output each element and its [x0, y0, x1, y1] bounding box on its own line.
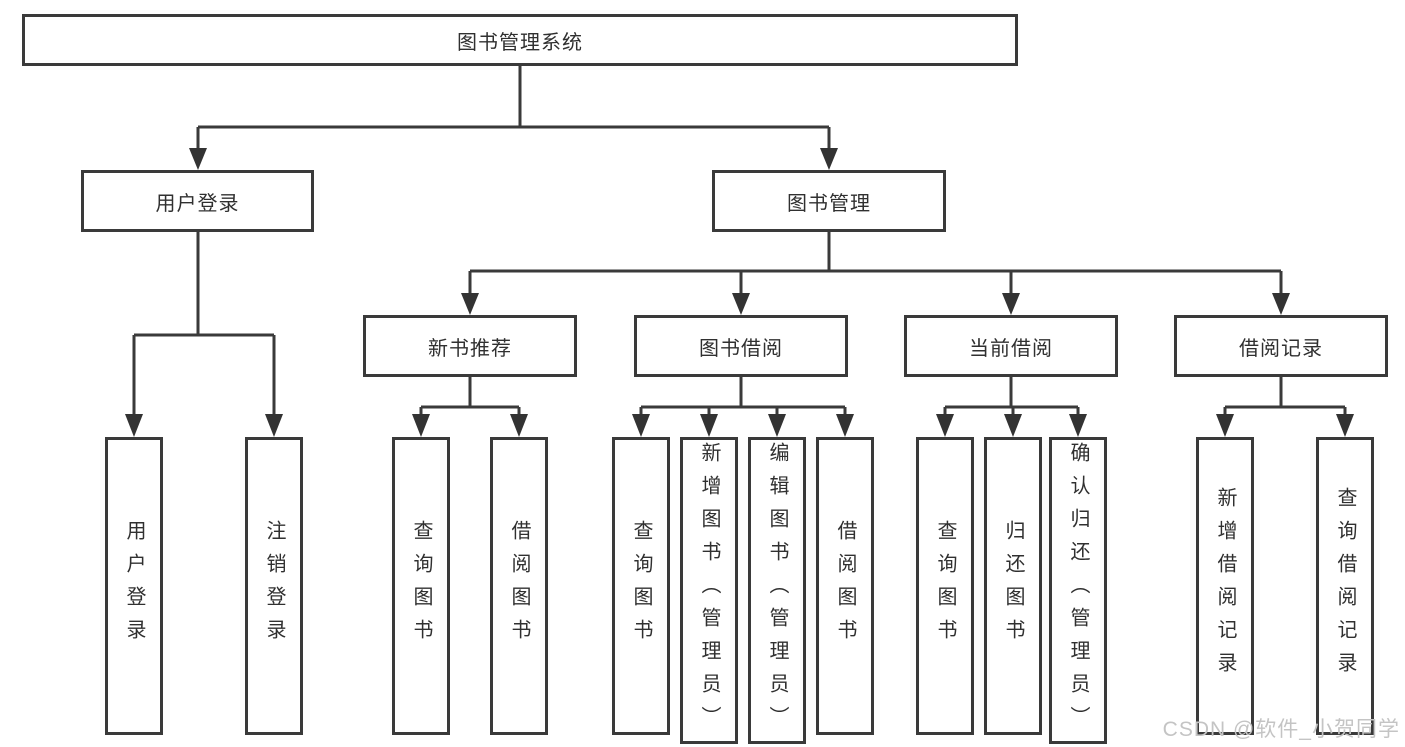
leaf-label: 用户登录: [123, 520, 145, 652]
node-current-borrow: 当前借阅: [904, 315, 1118, 377]
connector-user-login: [132, 232, 276, 415]
leaf-return-book: 归还图书: [984, 437, 1042, 735]
connector-new-book: [419, 377, 521, 415]
leaf-logout: 注销登录: [245, 437, 303, 735]
connector-book-management: [468, 232, 1283, 294]
connector-book-borrow: [639, 377, 847, 415]
connector-current-borrow: [943, 377, 1080, 415]
node-book-borrow: 图书借阅: [634, 315, 848, 377]
leaf-query-book-3: 查询图书: [916, 437, 974, 735]
leaf-label: 查询借阅记录: [1334, 487, 1356, 685]
leaf-query-book-2: 查询图书: [612, 437, 670, 735]
connector-borrow-record: [1223, 377, 1347, 415]
leaf-label: 新增借阅记录: [1214, 487, 1236, 685]
node-user-login: 用户登录: [81, 170, 314, 232]
node-borrow-record: 借阅记录: [1174, 315, 1388, 377]
connector-root: [196, 66, 831, 150]
leaf-label: 新增图书（管理员）: [698, 442, 720, 739]
leaf-edit-book-admin: 编辑图书（管理员）: [748, 437, 806, 744]
node-root: 图书管理系统: [22, 14, 1018, 66]
leaf-user-login: 用户登录: [105, 437, 163, 735]
leaf-add-book-admin: 新增图书（管理员）: [680, 437, 738, 744]
leaf-label: 查询图书: [934, 520, 956, 652]
leaf-label: 归还图书: [1002, 520, 1024, 652]
leaf-query-book-1: 查询图书: [392, 437, 450, 735]
leaf-label: 借阅图书: [508, 520, 530, 652]
csdn-watermark: CSDN @软件_小贺同学: [1162, 718, 1400, 741]
leaf-borrow-book-1: 借阅图书: [490, 437, 548, 735]
leaf-label: 编辑图书（管理员）: [766, 442, 788, 739]
leaf-label: 查询图书: [630, 520, 652, 652]
leaf-confirm-return-admin: 确认归还（管理员）: [1049, 437, 1107, 744]
leaf-label: 注销登录: [263, 520, 285, 652]
leaf-label: 确认归还（管理员）: [1067, 442, 1089, 739]
leaf-label: 查询图书: [410, 520, 432, 652]
leaf-add-borrow-record: 新增借阅记录: [1196, 437, 1254, 735]
leaf-label: 借阅图书: [834, 520, 856, 652]
leaf-borrow-book-2: 借阅图书: [816, 437, 874, 735]
leaf-query-borrow-record: 查询借阅记录: [1316, 437, 1374, 735]
node-new-book-recommend: 新书推荐: [363, 315, 577, 377]
node-book-management: 图书管理: [712, 170, 946, 232]
